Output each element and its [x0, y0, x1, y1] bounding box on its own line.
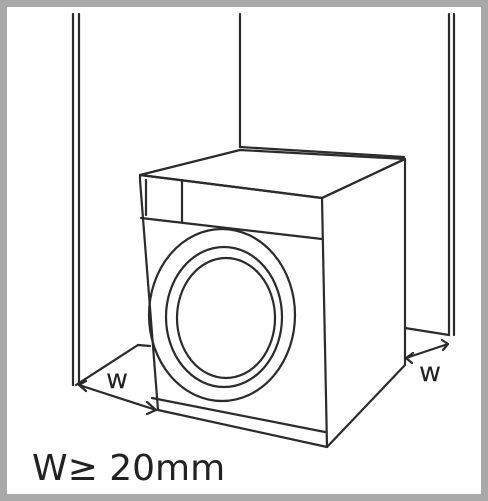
washing-machine	[138, 148, 407, 449]
back-wall	[238, 12, 406, 159]
right-gap-dimension	[404, 338, 450, 365]
left-cabinet-wall	[71, 12, 81, 387]
floor-lines	[74, 343, 152, 387]
right-cabinet-wall	[403, 12, 456, 337]
minimum-clearance-text: W≥ 20mm	[32, 448, 226, 489]
left-gap-dimension	[77, 379, 158, 416]
left-gap-label: w	[106, 364, 128, 395]
right-gap-label: w	[419, 357, 441, 388]
